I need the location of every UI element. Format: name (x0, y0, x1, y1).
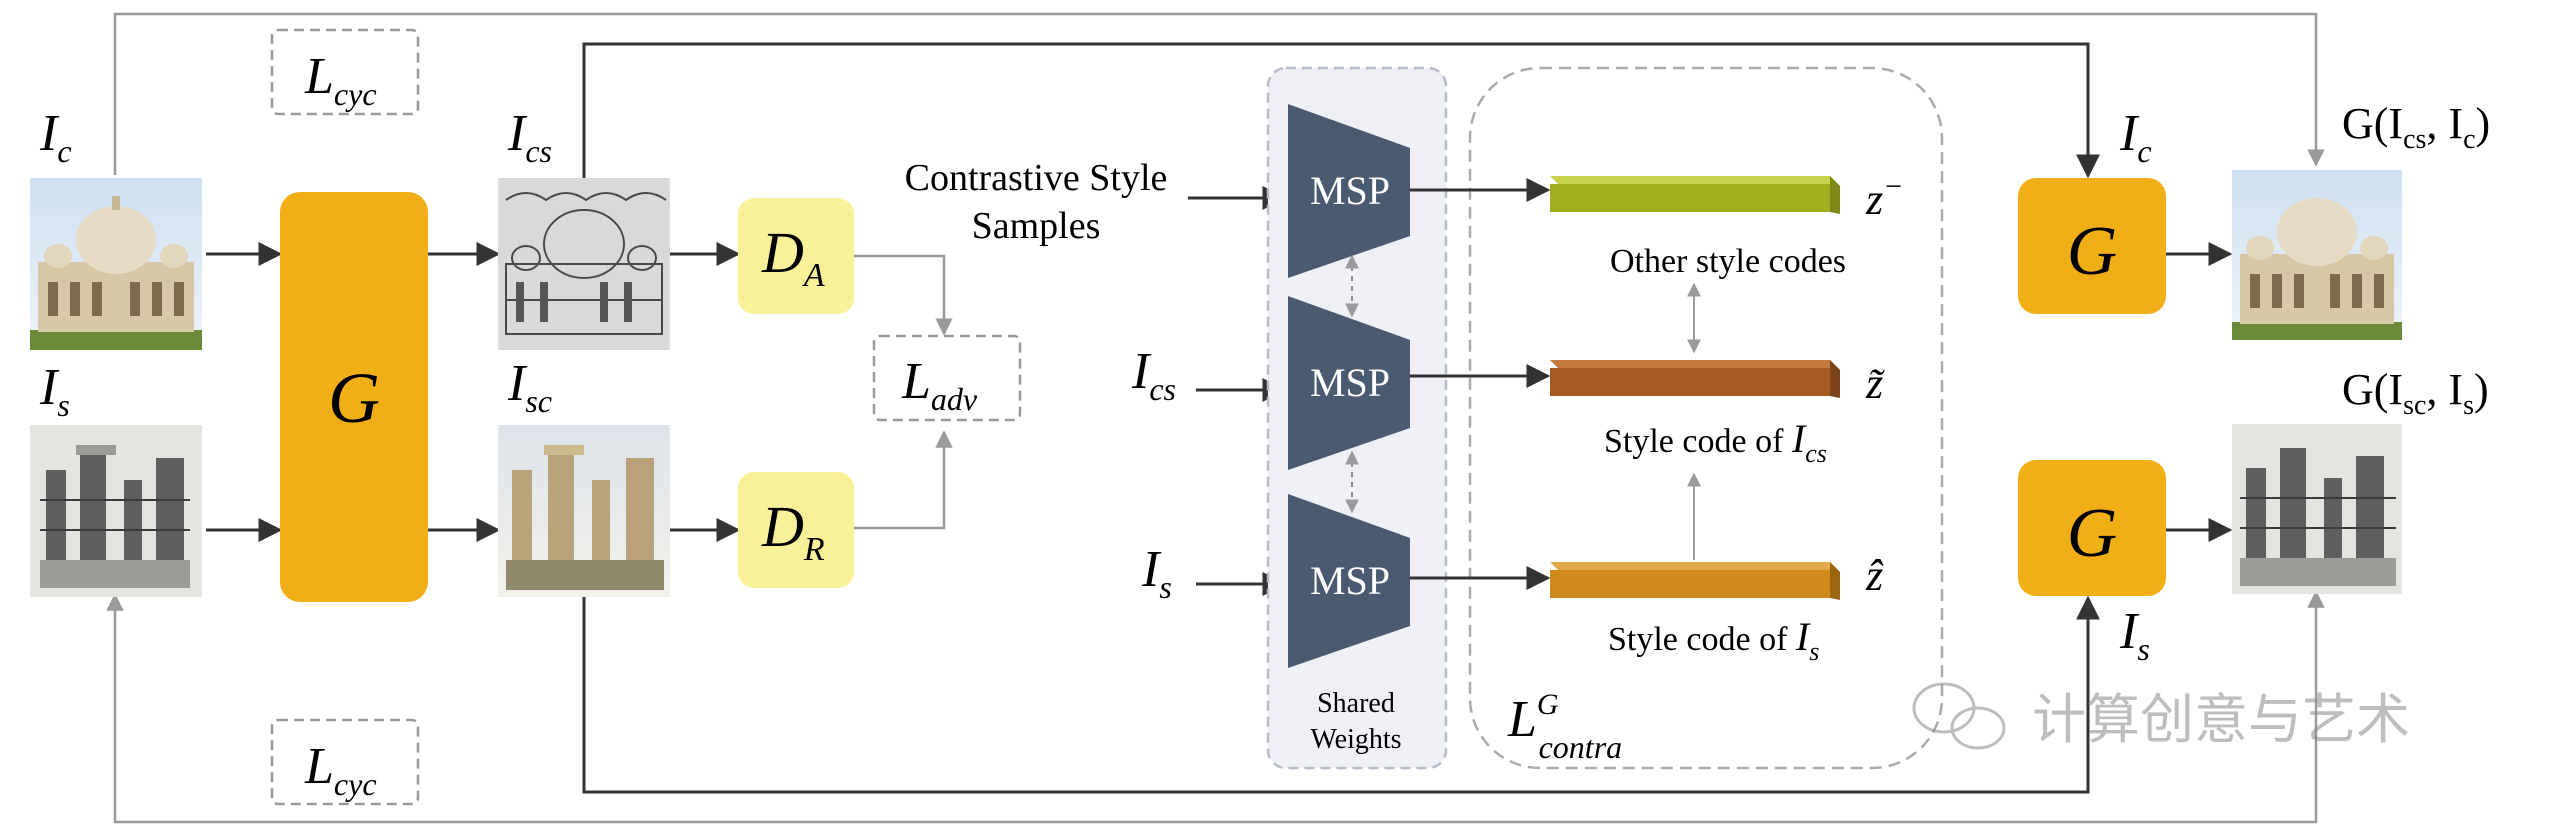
generator-output-arrows (428, 242, 501, 542)
lcyc-bottom-box: Lcyc (270, 718, 420, 806)
generator-right-bottom-block: G (2018, 460, 2166, 596)
ic-right-label: Ic (2119, 105, 2152, 169)
msp-block-3: MSP (1288, 494, 1410, 668)
style-code-is-label: Style code of Is (1608, 614, 1819, 666)
other-style-codes-label: Other style codes (1610, 243, 1846, 280)
lcyc-top-main: L (304, 48, 334, 105)
is-left-label: Is (39, 359, 70, 423)
cycle-loop-lines (106, 12, 2325, 824)
wechat-watermark: 计算创意与艺术 (1912, 682, 2410, 751)
contrastive-samples-label: Contrastive Style Samples (905, 157, 1168, 247)
discriminator-a-block: DA (738, 198, 854, 314)
svg-text:G: G (328, 358, 380, 438)
ic-left-label: Ic (39, 105, 72, 169)
wechat-icon (1912, 682, 2006, 750)
svg-text:Ladv: Ladv (901, 353, 978, 417)
svg-text:MSP: MSP (1310, 558, 1390, 603)
content-image-palace (30, 178, 202, 350)
style-image-ruins (30, 425, 202, 597)
disc-arrows (670, 242, 741, 542)
isc-mid-label: Isc (507, 355, 552, 419)
svg-text:Lcyc: Lcyc (304, 738, 377, 802)
reconstructed-palace-image (2232, 170, 2402, 340)
msp-block-1: MSP (1288, 104, 1410, 278)
svg-text:Contrastive Style: Contrastive Style (905, 157, 1168, 199)
svg-text:G: G (2067, 213, 2118, 290)
msp-output-arrows (1410, 178, 1551, 590)
svg-text:DR: DR (761, 494, 825, 568)
ics-msp-label: Ics (1131, 343, 1176, 407)
output-bottom-label: G(Isc, Is) (2342, 365, 2489, 421)
adv-loss-lines (854, 254, 953, 530)
style-code-ics-label: Style code of Ics (1604, 416, 1827, 468)
svg-text:Shared: Shared (1317, 688, 1395, 719)
cross-paths (582, 42, 2100, 794)
stylized-image-palace-sketch (498, 178, 670, 350)
lcyc-top-box: Lcyc (270, 28, 420, 116)
reconstructed-ruins-image (2232, 424, 2402, 594)
z-tilde-label: z̃ (1865, 359, 1885, 408)
svg-text:Samples: Samples (972, 205, 1101, 247)
ics-mid-label: Ics (507, 105, 552, 169)
generator-main-block: G (280, 192, 428, 602)
lcyc-top-sub: cyc (334, 76, 377, 112)
svg-text:G: G (2067, 495, 2118, 572)
lcyc-bottom-sub: cyc (334, 766, 377, 802)
is-msp-label: Is (1141, 541, 1172, 605)
style-code-tilde-bar (1550, 360, 1840, 398)
svg-text:计算创意与艺术: 计算创意与艺术 (2032, 688, 2410, 751)
discriminator-r-block: DR (738, 472, 854, 588)
output-top-label: G(Ics, Ic) (2342, 99, 2490, 155)
svg-text:Lcyc: Lcyc (304, 48, 377, 112)
generator-right-top-block: G (2018, 178, 2166, 314)
style-code-hat-bar (1550, 562, 1840, 600)
svg-text:Weights: Weights (1310, 724, 1401, 755)
z-minus-label: z− (1865, 170, 1903, 224)
svg-text:MSP: MSP (1310, 168, 1390, 213)
z-hat-label: ẑ (1865, 551, 1884, 600)
svg-text:DA: DA (761, 220, 825, 294)
ladv-box: Ladv (872, 334, 1022, 422)
msp-block-2: MSP (1288, 296, 1410, 470)
stylized-image-ruins-color (498, 425, 670, 597)
svg-text:MSP: MSP (1310, 360, 1390, 405)
is-right-label: Is (2119, 603, 2150, 667)
input-arrows (206, 242, 283, 542)
style-code-negative-bar (1550, 176, 1840, 214)
lcyc-bottom-main: L (304, 738, 334, 795)
right-output-arrows (2166, 242, 2233, 542)
